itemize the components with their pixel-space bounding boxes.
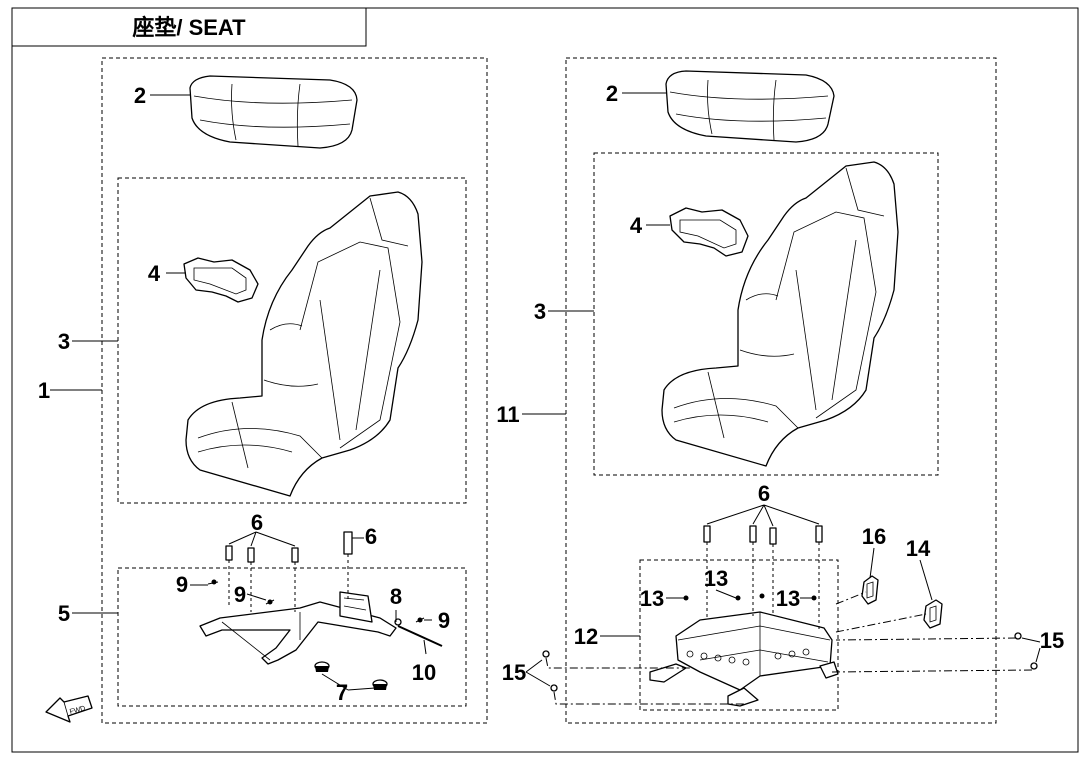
callout-16: 16 <box>862 524 886 549</box>
right-latch-14-part <box>923 599 943 629</box>
right-grab-handle-part <box>669 207 749 257</box>
callout-6-right: 6 <box>758 481 770 506</box>
right-assembly: 2 3 4 6 11 12 13 13 13 14 15 15 16 <box>496 57 1064 724</box>
page-title: 座垫/ SEAT <box>132 15 246 40</box>
fwd-label: FWD <box>69 705 86 716</box>
callout-11: 11 <box>496 402 519 427</box>
callout-13b: 13 <box>704 566 728 591</box>
callout-2-right: 2 <box>606 81 618 106</box>
title-box <box>11 7 367 47</box>
left-base-frame-part <box>199 591 397 665</box>
right-screws-part <box>542 591 1038 705</box>
left-frame-group-boundary <box>117 567 467 707</box>
left-bumpers-part <box>314 661 388 690</box>
left-grab-handle-part <box>183 257 259 303</box>
callout-3-right: 3 <box>534 299 546 324</box>
callout-6a: 6 <box>251 510 263 535</box>
right-seat-shell-part <box>661 161 899 467</box>
callout-15a: 15 <box>502 660 526 685</box>
callout-9a: 9 <box>176 572 188 597</box>
callout-4: 4 <box>148 261 161 286</box>
callout-10: 10 <box>412 660 436 685</box>
callout-9b: 9 <box>234 582 246 607</box>
callout-13a: 13 <box>640 586 664 611</box>
callout-4-right: 4 <box>630 213 643 238</box>
left-assembly: 1 2 3 4 5 6 6 7 8 9 9 9 10 <box>38 57 488 724</box>
callout-7: 7 <box>336 680 348 705</box>
callout-5: 5 <box>58 601 70 626</box>
callout-2: 2 <box>134 83 146 108</box>
callout-1: 1 <box>38 378 50 403</box>
outer-frame <box>11 7 1079 753</box>
right-latch-16-part <box>861 575 879 605</box>
callout-8: 8 <box>390 584 402 609</box>
left-bolts-part <box>225 531 353 612</box>
right-assembly-boundary <box>565 57 997 724</box>
callout-13c: 13 <box>776 586 800 611</box>
callout-6b: 6 <box>365 524 377 549</box>
right-bolts-part <box>703 525 823 630</box>
callout-9c: 9 <box>438 608 450 633</box>
right-cushion-part <box>665 70 835 143</box>
callout-15b: 15 <box>1040 628 1064 653</box>
callout-12: 12 <box>574 624 598 649</box>
right-seat-group-boundary <box>593 152 939 476</box>
callout-14: 14 <box>906 536 931 561</box>
left-seat-shell-part <box>185 191 423 497</box>
right-nuts-part <box>683 593 817 601</box>
left-pins-part <box>207 579 443 647</box>
right-slider-frame-part <box>649 611 839 707</box>
right-frame-group-boundary <box>639 559 839 711</box>
left-cushion-part <box>189 75 358 149</box>
fwd-arrow-icon: FWD <box>45 695 93 723</box>
callout-3: 3 <box>58 329 70 354</box>
